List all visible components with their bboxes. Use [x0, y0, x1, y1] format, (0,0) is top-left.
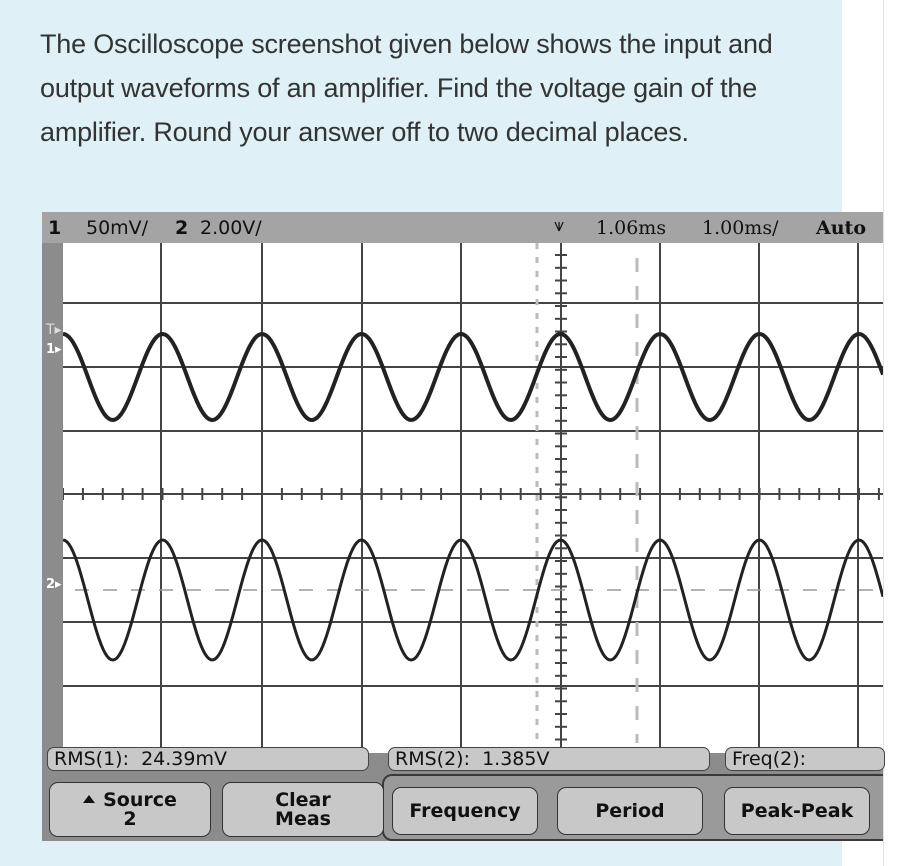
ch1-ground-marker: 1▸	[46, 342, 62, 357]
measurement-rms-ch2: RMS(2): 1.385V	[388, 747, 710, 771]
scope-status-bar: 1 50mV/ 2 2.00V/ ⩛ 1.06ms 1.00ms/ Auto	[42, 212, 883, 243]
peak-peak-softkey[interactable]: Peak-Peak	[724, 787, 870, 835]
ch2-scale: 2.00V/	[200, 217, 262, 239]
measurement-label: RMS(1):	[54, 748, 129, 770]
ch2-trace	[63, 538, 883, 662]
time-scale: 1.00ms/	[702, 217, 779, 239]
measurement-label: RMS(2):	[395, 748, 470, 770]
scope-graticule	[63, 243, 883, 753]
measurement-value: 24.39mV	[141, 748, 227, 770]
time-delay: 1.06ms	[596, 217, 667, 239]
measurement-label: Freq(2):	[732, 748, 807, 770]
ch2-ground-marker: 2▸	[46, 577, 62, 592]
grid-lines	[63, 243, 883, 753]
waveform-display	[63, 243, 883, 753]
period-softkey[interactable]: Period	[557, 787, 703, 835]
triangle-up-icon	[83, 794, 96, 803]
ch1-label: 1	[48, 217, 62, 239]
source-softkey[interactable]: Source 2	[49, 782, 211, 837]
oscilloscope-screenshot: 1 50mV/ 2 2.00V/ ⩛ 1.06ms 1.00ms/ Auto	[42, 212, 885, 841]
measurement-freq-ch2: Freq(2):	[725, 747, 885, 771]
frequency-softkey[interactable]: Frequency	[392, 787, 538, 835]
ch2-label: 2	[175, 217, 189, 239]
column-divider	[883, 0, 884, 866]
trigger-mode: Auto	[816, 217, 867, 239]
ch1-scale: 50mV/	[86, 217, 149, 239]
ch1-trace	[63, 331, 883, 423]
trigger-level-marker-icon: T▸	[46, 322, 62, 338]
measurement-value: 1.385V	[482, 748, 550, 770]
trigger-edge-icon: ⩛	[554, 215, 565, 236]
question-text: The Oscilloscope screenshot given below …	[40, 29, 773, 147]
clear-meas-softkey[interactable]: Clear Meas	[222, 782, 384, 837]
measurement-rms-ch1: RMS(1): 24.39mV	[47, 747, 369, 771]
